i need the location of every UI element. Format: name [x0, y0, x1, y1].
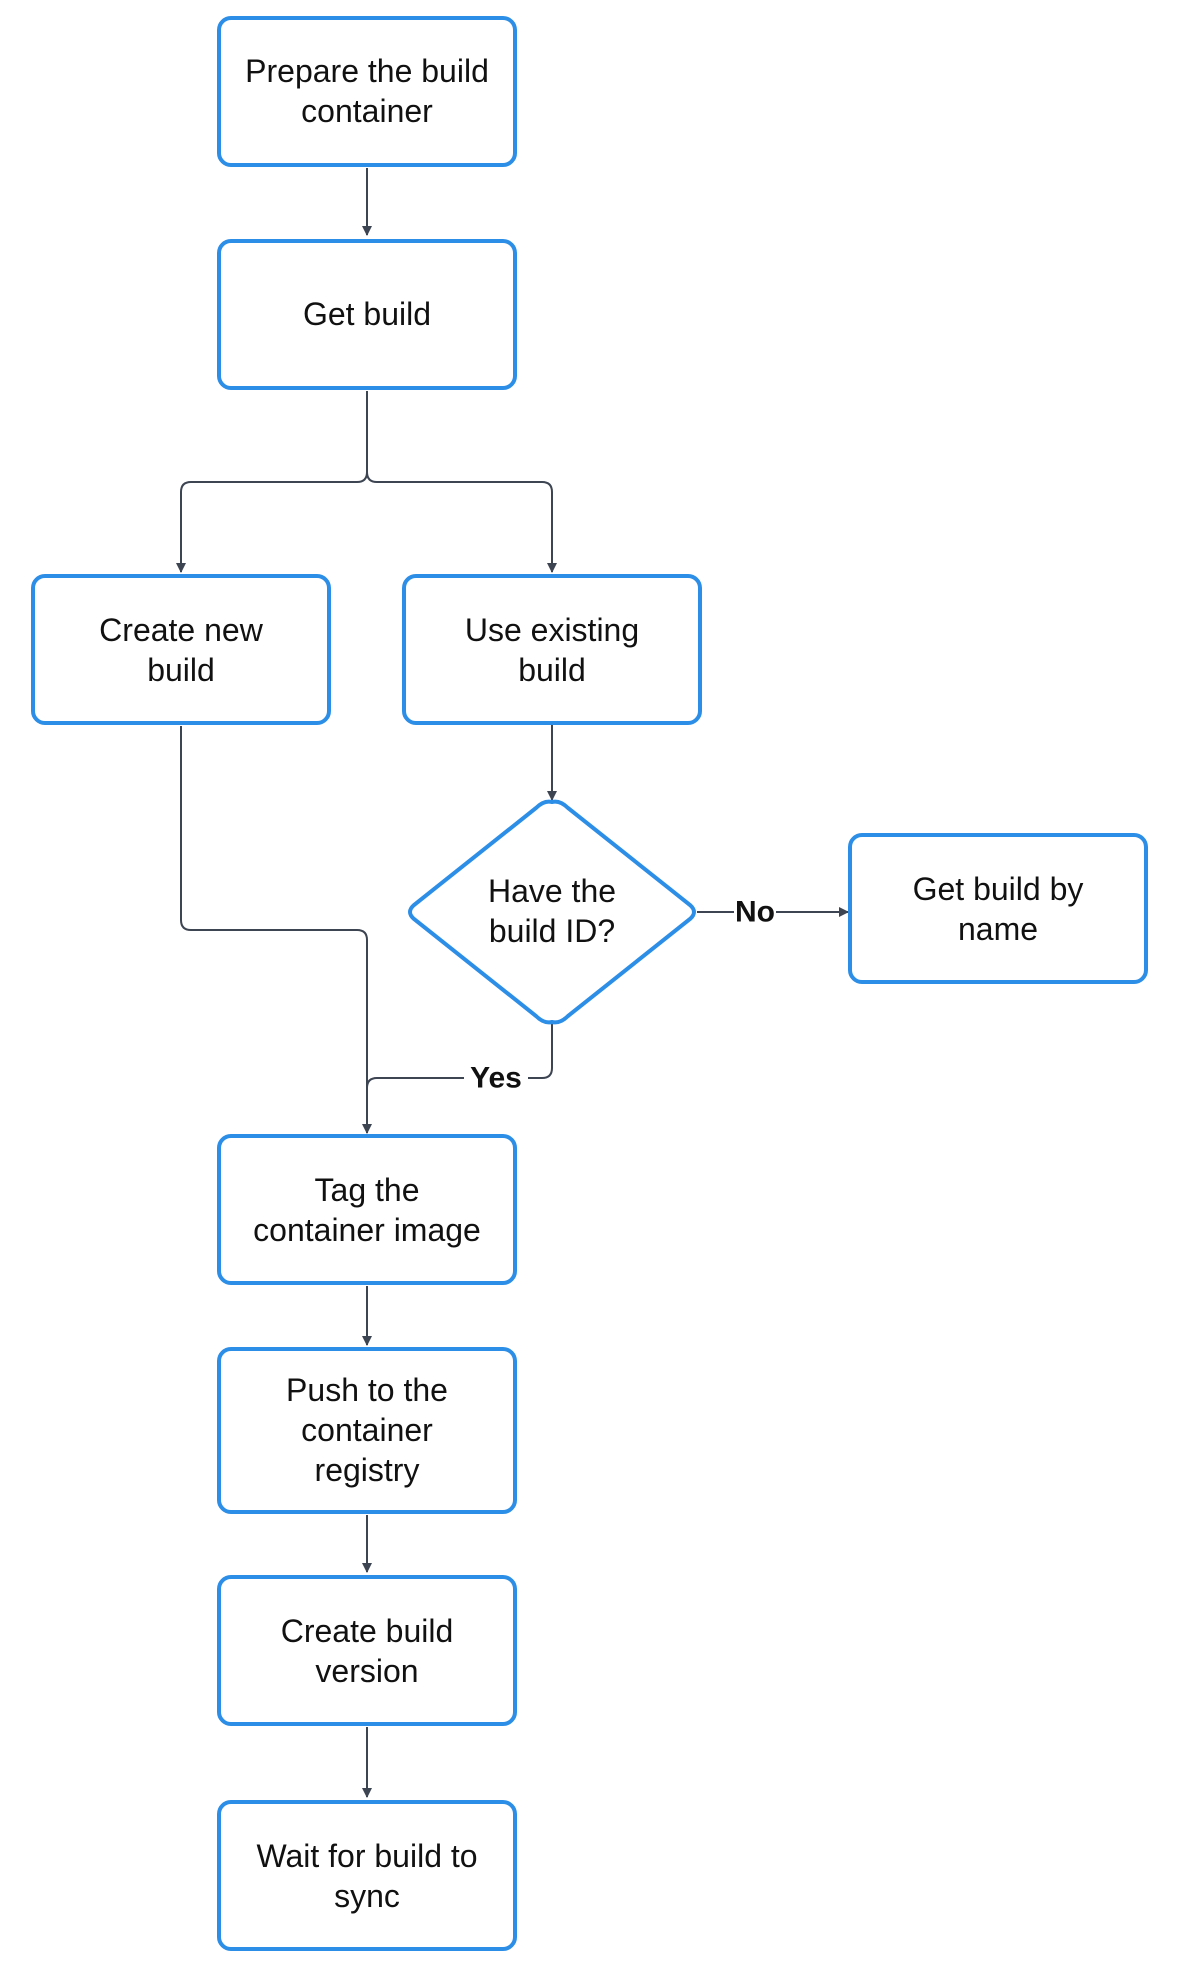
node-label-line: build: [518, 652, 586, 688]
node-prepare-build-container: Prepare the build container: [217, 16, 517, 167]
node-tag-container-image: Tag the container image: [217, 1134, 517, 1285]
node-label: Push to the container registry: [286, 1372, 448, 1488]
node-label-line: Wait for build to: [256, 1838, 477, 1874]
node-have-build-id-decision: Have the build ID?: [408, 799, 696, 1025]
node-label-line: Prepare the build: [245, 53, 489, 89]
node-get-build-by-name: Get build by name: [848, 833, 1148, 984]
node-label-line: name: [958, 911, 1038, 947]
edge-label-yes: Yes: [470, 1062, 522, 1095]
node-label: Create new build: [99, 612, 264, 688]
node-label: Get build: [303, 296, 431, 332]
node-label-line: Tag the: [315, 1172, 420, 1208]
node-label-line: container image: [253, 1212, 481, 1248]
node-label-line: container: [301, 1412, 433, 1448]
node-label-line: Create new: [99, 612, 264, 648]
node-label-line: Push to the: [286, 1372, 448, 1408]
node-label-line: build ID?: [489, 913, 615, 949]
node-label-line: Have the: [488, 873, 616, 909]
node-label-line: Get build by: [913, 871, 1084, 907]
node-label-line: container: [301, 93, 433, 129]
node-label-line: Use existing: [465, 612, 639, 648]
edge-label-no: No: [735, 896, 775, 929]
node-label-line: sync: [334, 1878, 400, 1914]
node-label: Get build by name: [913, 871, 1084, 947]
node-label-line: Create build: [281, 1613, 454, 1649]
node-label: Create build version: [281, 1613, 454, 1689]
node-label: Have the build ID?: [488, 873, 616, 949]
node-label-line: registry: [315, 1452, 420, 1488]
edge-get-build-to-use-existing: [366, 471, 557, 573]
edges: [176, 168, 848, 1798]
node-label-line: version: [315, 1653, 418, 1689]
edge-get-build-to-create-new: [176, 391, 368, 573]
node-label-line: build: [147, 652, 215, 688]
node-push-container-registry: Push to the container registry: [217, 1347, 517, 1514]
node-create-build-version: Create build version: [217, 1575, 517, 1726]
node-wait-for-build-sync: Wait for build to sync: [217, 1800, 517, 1951]
node-create-new-build: Create new build: [31, 574, 331, 725]
node-get-build: Get build: [217, 239, 517, 390]
node-label-line: Get build: [303, 296, 431, 332]
node-label: Tag the container image: [253, 1172, 481, 1248]
node-label: Prepare the build container: [245, 53, 489, 129]
node-use-existing-build: Use existing build: [402, 574, 702, 725]
edge-create-new-to-tag: [180, 726, 372, 1134]
node-label: Use existing build: [465, 612, 639, 688]
edge-have-id-yes-to-tag: [366, 1020, 553, 1089]
node-label: Wait for build to sync: [256, 1838, 477, 1914]
